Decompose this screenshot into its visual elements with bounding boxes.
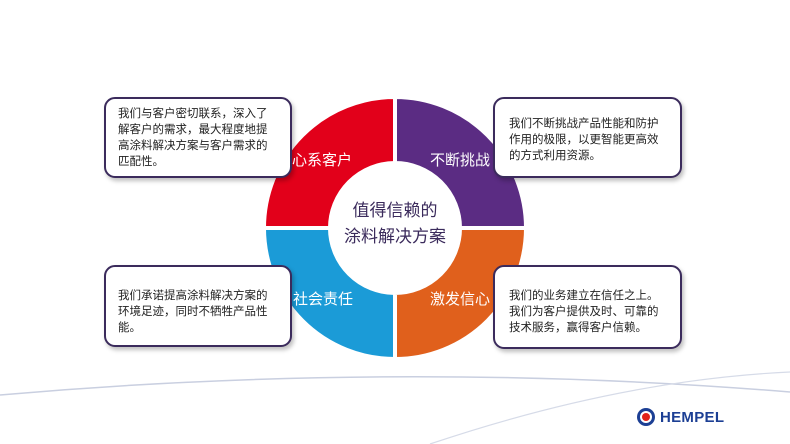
decor-curve bbox=[429, 371, 790, 444]
center-title: 值得信赖的 涂料解决方案 bbox=[330, 198, 460, 250]
description-box-customer: 我们与客户密切联系，深入了 解客户的需求，最大程度地提 高涂料解决方案与客户需求… bbox=[104, 97, 292, 178]
description-box-challenge: 我们不断挑战产品性能和防护 作用的极限，以更智能更高效 的方式利用资源。 bbox=[493, 97, 682, 178]
description-line: 技术服务，赢得客户信赖。 bbox=[509, 320, 647, 334]
quadrant-label-responsibility: 社会责任 bbox=[293, 290, 354, 308]
description-line: 能。 bbox=[118, 320, 141, 334]
ring-segment-responsibility bbox=[261, 226, 397, 362]
description-box-confidence: 我们的业务建立在信任之上。 我们为客户提供及时、可靠的 技术服务，赢得客户信赖。 bbox=[493, 265, 682, 349]
center-title-line: 涂料解决方案 bbox=[344, 227, 446, 247]
description-box-responsibility: 我们承诺提高涂料解决方案的 环境足迹，同时不牺牲产品性 能。 bbox=[104, 265, 292, 347]
quadrant-label-customer: 心系客户 bbox=[292, 151, 353, 169]
description-line: 我们承诺提高涂料解决方案的 bbox=[118, 288, 268, 302]
description-line: 我们不断挑战产品性能和防护 bbox=[509, 116, 659, 130]
description-line: 我们与客户密切联系，深入了 bbox=[118, 106, 268, 120]
hempel-logo: HEMPEL bbox=[636, 407, 724, 427]
quadrant-label-confidence: 激发信心 bbox=[430, 290, 491, 308]
description-line: 匹配性。 bbox=[118, 154, 164, 168]
description-line: 高涂料解决方案与客户需求的 bbox=[118, 138, 268, 152]
description-line: 我们的业务建立在信任之上。 bbox=[509, 288, 659, 302]
value-ring-chart bbox=[261, 94, 529, 362]
center-title-line: 值得信赖的 bbox=[352, 201, 438, 221]
description-line: 环境足迹，同时不牺牲产品性 bbox=[118, 304, 268, 318]
quadrant-label-challenge: 不断挑战 bbox=[430, 151, 491, 169]
ring-segment-challenge bbox=[393, 94, 529, 230]
hempel-logo-text: HEMPEL bbox=[660, 408, 725, 426]
description-line: 的方式利用资源。 bbox=[509, 148, 601, 162]
description-line: 解客户的需求，最大程度地提 bbox=[118, 122, 268, 136]
description-line: 作用的极限，以更智能更高效 bbox=[509, 132, 659, 146]
hempel-logo-icon bbox=[637, 408, 655, 426]
description-line: 我们为客户提供及时、可靠的 bbox=[509, 304, 659, 318]
decor-curve bbox=[0, 375, 790, 396]
